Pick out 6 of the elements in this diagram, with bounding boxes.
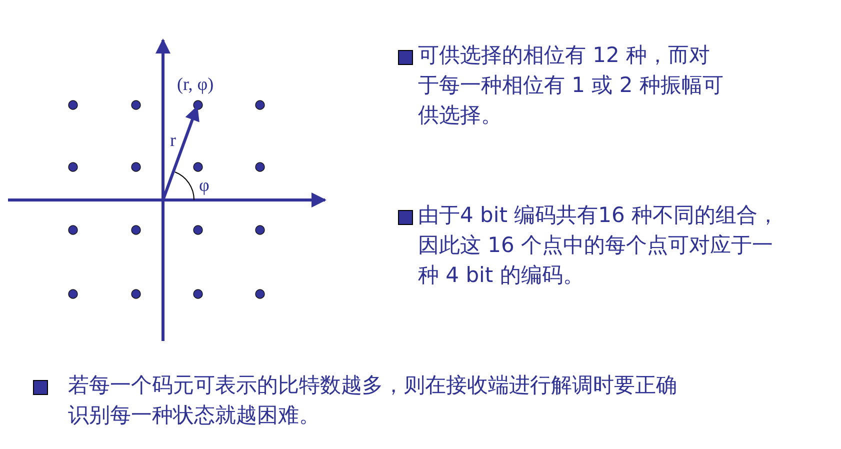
vector-label: r: [170, 130, 176, 151]
angle-label: φ: [199, 175, 210, 196]
bullet-text: 若每一个码元可表示的比特数越多，则在接收端进行解调时要正确识别每一种状态就越困难。: [68, 372, 678, 429]
point-label: (r, φ): [177, 74, 214, 95]
bullet-text: 可供选择的相位有 12 种，而对于每一种相位有 1 或 2 种振幅可供选择。: [418, 42, 724, 129]
bullet-text: 由于4 bit 编码共有16 种不同的组合，因此这 16 个点中的每个点可对应于一种 4 bit 的编码。: [418, 202, 780, 289]
